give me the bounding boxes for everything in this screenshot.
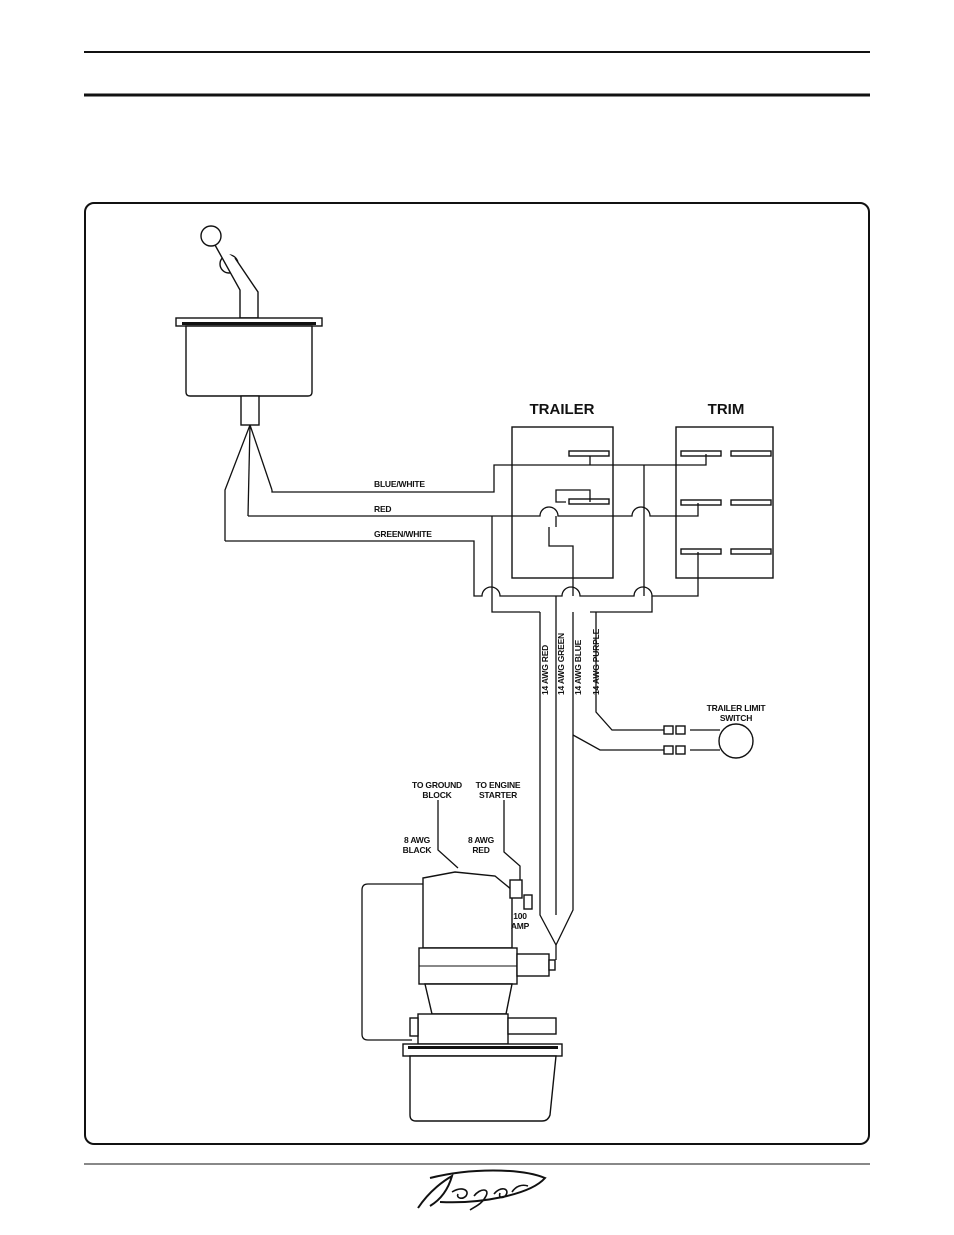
- label-8awg-red-2: RED: [472, 845, 489, 855]
- trim-header: TRIM: [708, 401, 745, 418]
- label-fuse-1: 100: [513, 911, 527, 921]
- baja-logo: [418, 1171, 545, 1211]
- trailer-limit-switch: [719, 724, 753, 758]
- wire-label-blue-white: BLUE/WHITE: [374, 479, 425, 489]
- label-to-engine-1: TO ENGINE: [476, 780, 521, 790]
- trailer-header: TRAILER: [530, 401, 595, 418]
- label-trailer-limit-2: SWITCH: [720, 713, 752, 723]
- label-trailer-limit-1: TRAILER LIMIT: [707, 703, 767, 713]
- label-to-ground-2: BLOCK: [422, 790, 452, 800]
- wire-label-14awg-blue: 14 AWG BLUE: [573, 639, 583, 695]
- label-8awg-black-1: 8 AWG: [404, 835, 431, 845]
- label-8awg-black-2: BLACK: [403, 845, 433, 855]
- trim-switch: [676, 427, 773, 578]
- label-to-ground-1: TO GROUND: [412, 780, 462, 790]
- label-fuse-2: AMP: [511, 921, 530, 931]
- label-to-engine-2: STARTER: [479, 790, 517, 800]
- label-8awg-red-1: 8 AWG: [468, 835, 495, 845]
- control-lever: [176, 226, 322, 425]
- wire-label-14awg-green: 14 AWG GREEN: [556, 633, 566, 695]
- wire-label-14awg-red: 14 AWG RED: [540, 645, 550, 695]
- wire-label-14awg-purple: 14 AWG PURPLE: [591, 628, 601, 695]
- pump-motor: [362, 800, 562, 1121]
- wire-label-red: RED: [374, 504, 391, 514]
- wire-label-green-white: GREEN/WHITE: [374, 529, 432, 539]
- limit-switch-connectors: [664, 726, 685, 754]
